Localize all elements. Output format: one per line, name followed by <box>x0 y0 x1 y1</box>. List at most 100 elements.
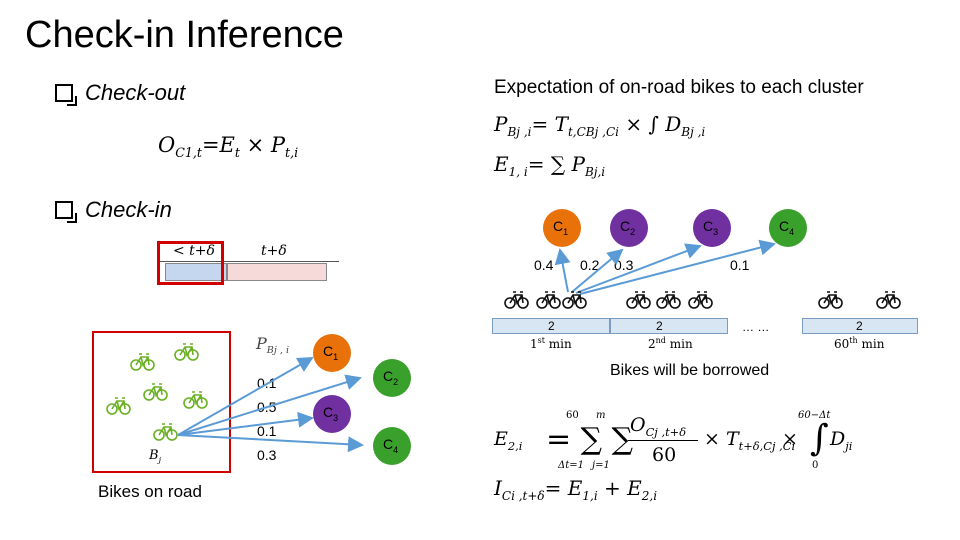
minute-unit: min <box>665 337 693 351</box>
road-prob-label: PBj , i <box>256 334 289 356</box>
i-lhs-sub: Ci ,t+δ <box>501 489 545 503</box>
e2-times2: × <box>782 428 798 450</box>
road-c4-circle <box>373 427 411 465</box>
road-bike-label: Bj <box>149 448 161 465</box>
e2-sum1-bottom: Δt=1 <box>558 460 584 471</box>
c-sub: 1 <box>563 226 569 237</box>
minute-num: 2 <box>648 337 656 351</box>
bike-icon <box>106 397 131 415</box>
c-letter: C <box>323 404 334 420</box>
minute-sup: nd <box>655 336 666 345</box>
arrow-to-c4 <box>579 239 776 295</box>
minute-count-60: 2 <box>856 319 863 333</box>
f1-tail-sub: Bj ,i <box>681 125 706 139</box>
top-prob-1: 0.4 <box>534 257 554 273</box>
c-letter: C <box>703 218 714 234</box>
minute-segment-1 <box>492 318 610 334</box>
minute-segment-2 <box>610 318 728 334</box>
f1-rhs: = T <box>531 112 568 136</box>
expectation-formula-1: PBj ,i= Tt,CBj ,Ci × ∫ DBj ,i <box>494 112 705 139</box>
c-letter: C <box>383 368 394 384</box>
cluster-c3-circle <box>693 209 731 247</box>
road-P: P <box>256 334 267 353</box>
arrow-to-c3 <box>575 243 702 294</box>
road-arrows <box>177 357 364 453</box>
e2-num-sub: Cj ,t+δ <box>645 424 687 439</box>
checkbox-bullet-icon <box>55 84 77 106</box>
minute-count-2: 2 <box>656 319 663 333</box>
formula-eq: =E <box>201 133 235 157</box>
bike-icon <box>153 423 178 441</box>
cluster-c3-label: C3 <box>703 218 718 237</box>
bike-icon <box>143 383 168 401</box>
c-sub: 2 <box>393 376 399 387</box>
minute-num: 60 <box>834 337 850 351</box>
road-c1-label: C1 <box>323 343 338 362</box>
f2-E-sub: 1, i <box>508 165 528 179</box>
c-sub: 3 <box>333 412 339 423</box>
formula-P-sub: t,i <box>285 145 299 161</box>
expectation-heading: Expectation of on-road bikes to each clu… <box>494 77 864 98</box>
arrow-to-c1 <box>554 248 571 293</box>
timeline-highlight-box <box>157 241 224 285</box>
timeline-axis <box>157 261 339 262</box>
f1-rhs-sub: t,CBj ,Ci <box>567 125 619 139</box>
e2-times-sub: t+δ,Cj ,Ci <box>738 438 796 453</box>
i-lhs: I <box>494 476 502 500</box>
checkbox-bullet-icon <box>55 201 77 223</box>
cluster-c4-circle <box>769 209 807 247</box>
checkout-label: Check-out <box>85 80 186 105</box>
c-sub: 4 <box>393 444 399 455</box>
minute-sup: st <box>537 336 545 345</box>
e2-sums: = ∑ ∑ <box>546 422 634 457</box>
minute-unit: min <box>857 337 885 351</box>
e2-lhs-sub: 2,i <box>507 438 523 453</box>
f1-P-sub: Bj ,i <box>507 125 532 139</box>
e2-D: D <box>830 428 846 450</box>
c-letter: C <box>323 343 334 359</box>
cluster-c2-label: C2 <box>620 218 635 237</box>
e2-integral: ∫ <box>810 418 829 459</box>
small-timeline: < t+δ t+δ <box>157 243 339 283</box>
borrowed-caption: Bikes will be borrowed <box>610 362 770 379</box>
bike-icon <box>562 291 587 309</box>
formula-times: × P <box>239 133 286 157</box>
bike-icon <box>130 353 155 371</box>
c-sub: 3 <box>713 226 719 237</box>
c-letter: C <box>553 218 564 234</box>
road-cluster-circles <box>313 334 411 465</box>
e2-times: × T <box>704 428 739 450</box>
e2-sum1-top: 60 <box>566 410 579 421</box>
cluster-c1-circle <box>543 209 581 247</box>
cluster-c1-label: C1 <box>553 218 568 237</box>
f1-tail: × ∫ D <box>618 112 682 136</box>
minute-bar: 2 2 2 … … 1st min 2nd min 60th min <box>492 318 918 356</box>
road-bikes <box>106 343 208 441</box>
top-prob-2: 0.2 <box>580 257 600 273</box>
checkin-label: Check-in <box>85 197 172 222</box>
expectation-formula-2: E1, i= ∑ PBj,i <box>494 152 605 179</box>
e2-lhs: E <box>494 428 508 450</box>
road-c2-circle <box>373 359 411 397</box>
e2-D-sub: ji <box>845 438 853 453</box>
formula-O-sub: C1,t <box>175 145 202 161</box>
f2-E: E <box>494 152 509 176</box>
i-formula: ICi ,t+δ= E1,i + E2,i <box>494 476 657 503</box>
top-cluster-circles <box>543 209 807 247</box>
i-rhs-sub: 1,i <box>582 489 598 503</box>
f2-rhs-sub: Bj,i <box>584 165 606 179</box>
formula-O: O <box>158 133 176 157</box>
i-plus-sub: 2,i <box>641 489 658 503</box>
c-sub: 4 <box>789 226 795 237</box>
c-sub: 2 <box>630 226 636 237</box>
road-c2-label: C2 <box>383 368 398 387</box>
road-c3-circle <box>313 395 351 433</box>
checkout-bullet: Check-out <box>55 80 185 106</box>
timeline-future-segment <box>227 263 327 281</box>
arrow-to-c2 <box>571 248 624 293</box>
e2-num: O <box>630 414 646 436</box>
f1-P: P <box>494 112 508 136</box>
bike-icon <box>174 343 199 361</box>
bike-icon <box>656 291 681 309</box>
